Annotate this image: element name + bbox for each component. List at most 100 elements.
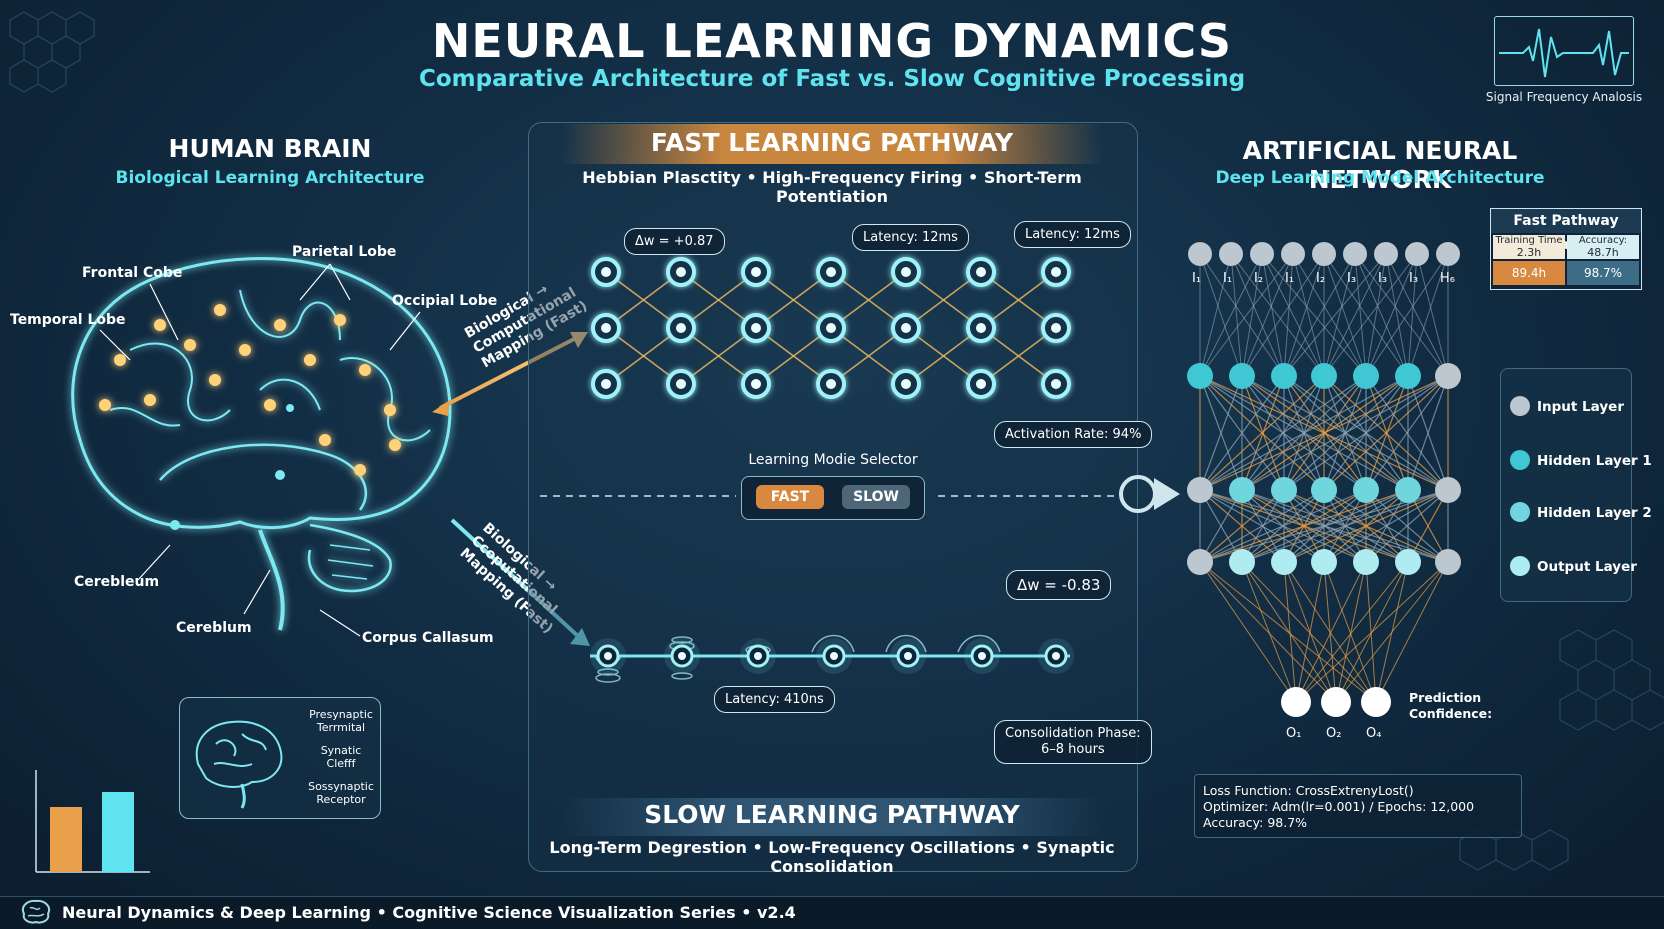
- prediction-confidence-label: Prediction Confidence:: [1409, 690, 1492, 722]
- ann-output-node: [1361, 687, 1391, 717]
- ann-edge: [1199, 375, 1367, 491]
- fast-node: [1041, 257, 1071, 287]
- loss-function-line: Loss Function: CrossExtrenyLost(): [1203, 783, 1414, 798]
- ann-edge: [1199, 489, 1409, 563]
- ann-edge: [1199, 375, 1325, 491]
- ann-edge: [1323, 253, 1418, 377]
- ann-output-node: [1321, 687, 1351, 717]
- fast-mode-button[interactable]: FAST: [756, 485, 824, 509]
- slow-node: [664, 638, 700, 674]
- ann-edge: [1241, 375, 1285, 491]
- ann-hidden3-node: [1435, 549, 1461, 575]
- ann-edge: [1230, 253, 1285, 377]
- ann-input-node: [1188, 242, 1212, 266]
- ann-subtitle: Deep Learning Model Architecture: [1215, 168, 1545, 188]
- fast-edge: [980, 327, 1057, 385]
- ann-edge: [1323, 561, 1377, 703]
- ann-input-node: [1436, 242, 1460, 266]
- slow-node: [740, 638, 776, 674]
- prediction-line1: Prediction: [1409, 690, 1482, 705]
- analog-time-value-2: 89.4h: [1493, 261, 1565, 285]
- analog-time-head: Training Time: [1495, 235, 1563, 246]
- ann-input-node: [1343, 242, 1367, 266]
- fast-node: [741, 313, 771, 343]
- analog-accuracy-value-1: 48.7h: [1587, 246, 1619, 259]
- slow-network: [590, 634, 1074, 683]
- ann-edge: [1241, 253, 1325, 377]
- ann-edge: [1323, 489, 1449, 563]
- presynaptic-line1: Presynaptic: [309, 708, 373, 721]
- analog-cell-accuracy: Accuracy: 48.7h: [1567, 235, 1639, 259]
- ann-edge: [1407, 253, 1449, 377]
- ann-hidden2-node: [1229, 477, 1255, 503]
- ann-edge: [1295, 561, 1325, 703]
- ann-output-label: O₄: [1366, 726, 1382, 741]
- label-presynaptic: Presynaptic Terrmital: [302, 708, 380, 734]
- fast-node: [666, 369, 696, 399]
- bubble-delta-w-slow: Δw = -0.83: [1006, 570, 1112, 600]
- fast-edge: [755, 327, 832, 385]
- ann-input-label: I₁: [1285, 271, 1295, 286]
- bubble-latency-slow: Latency: 410ns: [714, 686, 835, 713]
- slow-node: [1038, 638, 1074, 674]
- ann-hidden1-node: [1353, 363, 1379, 389]
- bubble-latency-2: Latency: 12ms: [1014, 221, 1131, 248]
- ann-edge: [1283, 253, 1356, 377]
- slow-title-band: [560, 798, 1104, 836]
- fast-pathway-subtitle: Hebbian Plasctity • High-Frequency Firin…: [582, 168, 1082, 206]
- ann-edge: [1241, 561, 1377, 703]
- consolidation-line1: Consolidation Phase:: [1005, 726, 1141, 741]
- analog-accuracy-head: Accuracy:: [1578, 235, 1628, 246]
- ann-edge: [1295, 561, 1367, 703]
- fast-title-band: [560, 124, 1104, 164]
- cleft-line1: Synatic: [320, 744, 362, 757]
- ann-input-label: I₁: [1223, 271, 1233, 286]
- slow-mode-button[interactable]: SLOW: [842, 485, 910, 509]
- ann-hidden2-node: [1435, 477, 1461, 503]
- slow-node: [890, 638, 926, 674]
- receptor-line1: Sossynaptic: [308, 780, 374, 793]
- ann-edge: [1354, 253, 1367, 377]
- ann-hidden1-node: [1229, 363, 1255, 389]
- accuracy-line: Accuracy: 98.7%: [1203, 815, 1308, 830]
- page-title: NEURAL LEARNING DYNAMICS: [431, 14, 1233, 68]
- ann-edge: [1295, 561, 1449, 703]
- brain-title: HUMAN BRAIN: [168, 134, 372, 163]
- slow-pathway-subtitle: Long-Term Degrestion • Low-Frequency Osc…: [549, 838, 1115, 876]
- ann-hidden3-node: [1271, 549, 1297, 575]
- ann-edge: [1292, 253, 1325, 377]
- ann-edge: [1416, 253, 1449, 377]
- legend-input-layer: Input Layer: [1537, 399, 1624, 415]
- waveform-icon: [1499, 28, 1629, 78]
- brain-subtitle: Biological Learning Architecture: [115, 168, 425, 188]
- ann-edge: [1199, 489, 1367, 563]
- ann-edge: [1283, 375, 1449, 491]
- ann-edge: [1335, 561, 1449, 703]
- fast-node: [891, 257, 921, 287]
- bubble-latency-1: Latency: 12ms: [852, 224, 969, 251]
- fast-pathway-analog-table: Fast Pathway Analog Training Time 2.3h A…: [1490, 208, 1642, 290]
- fast-node: [591, 313, 621, 343]
- ann-edge: [1335, 561, 1367, 703]
- ann-hidden2-node: [1395, 477, 1421, 503]
- ann-edge: [1199, 489, 1325, 563]
- ann-edge: [1199, 375, 1449, 491]
- fast-edge: [830, 327, 907, 385]
- ann-edge: [1199, 253, 1232, 377]
- ann-edge: [1199, 561, 1337, 703]
- label-cereblum: Cereblum: [176, 620, 252, 636]
- ann-edge: [1365, 253, 1387, 377]
- ann-input-label: I₃: [1347, 271, 1357, 286]
- ann-edge: [1365, 253, 1449, 377]
- fast-node: [891, 369, 921, 399]
- ann-hidden3-node: [1187, 549, 1213, 575]
- ann-edge: [1199, 489, 1243, 563]
- bubble-delta-w-fast: Δw = +0.87: [624, 228, 725, 255]
- ann-edge: [1323, 253, 1409, 377]
- legend-hidden-layer-2: Hidden Layer 2: [1537, 505, 1652, 521]
- ann-edge: [1365, 375, 1449, 491]
- brain-illustration: [71, 257, 452, 631]
- ann-edge: [1283, 253, 1387, 377]
- slow-node: [590, 638, 626, 674]
